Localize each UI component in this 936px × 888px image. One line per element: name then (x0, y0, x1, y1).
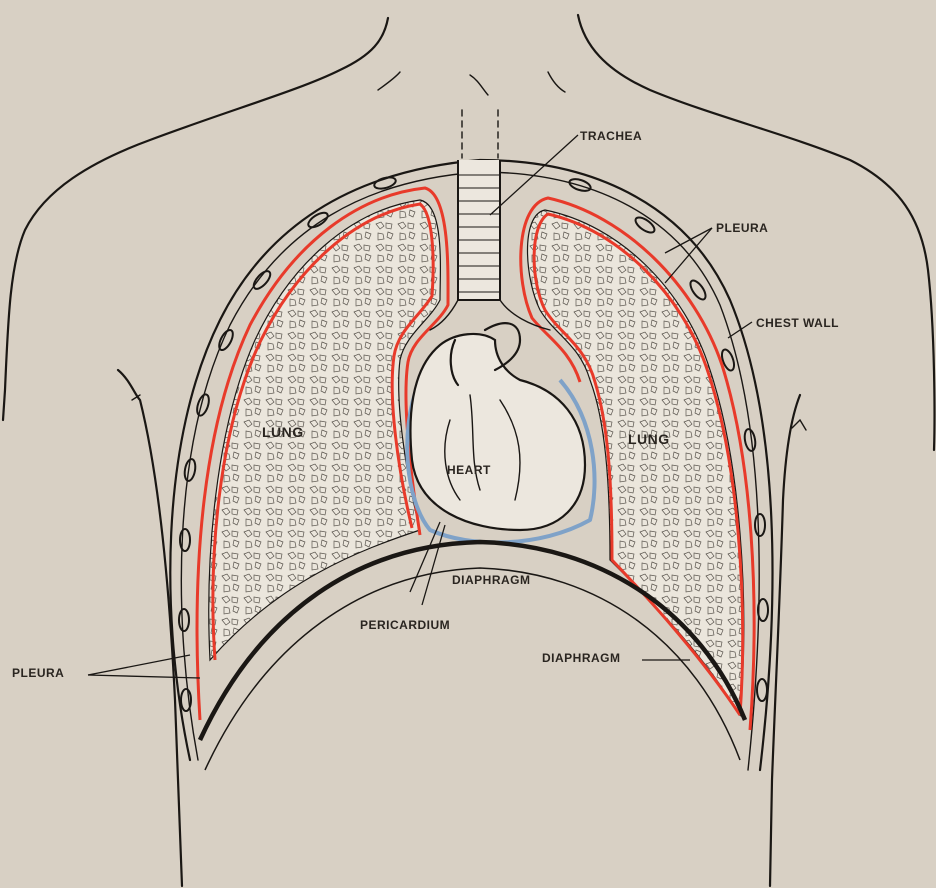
trachea-label: TRACHEA (580, 129, 642, 143)
trachea-dashed-upper (462, 110, 498, 158)
chest-wall-label: CHEST WALL (756, 316, 839, 330)
pericardium-label: PERICARDIUM (360, 618, 450, 632)
diaphragm-center-label: DIAPHRAGM (452, 573, 531, 587)
diaphragm-right-label: DIAPHRAGM (542, 651, 621, 665)
heart (410, 323, 585, 530)
pleura-left-label: PLEURA (12, 666, 64, 680)
lung-right-label: LUNG (628, 431, 670, 447)
heart-label: HEART (447, 463, 491, 477)
pleura-right-label: PLEURA (716, 221, 768, 235)
lung-left-label: LUNG (262, 424, 304, 440)
